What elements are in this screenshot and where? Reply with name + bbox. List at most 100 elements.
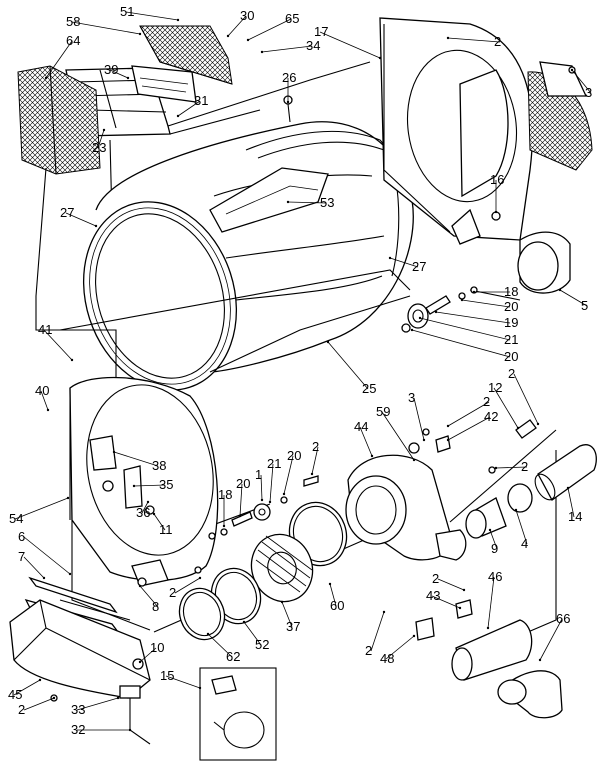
leader-arrow-tip xyxy=(116,696,120,700)
callout-number: 45 xyxy=(8,687,22,702)
leader-arrow-tip xyxy=(446,438,450,442)
leader-line xyxy=(447,416,491,441)
lint-duct-assembly xyxy=(9,576,151,745)
leader-line xyxy=(359,426,373,457)
callout-number: 31 xyxy=(194,93,208,108)
leader-arrow-tip xyxy=(388,256,392,260)
leader-arrow-tip xyxy=(412,634,416,638)
leader-line xyxy=(461,299,511,308)
callout-number: 59 xyxy=(376,404,390,419)
leader-arrow-tip xyxy=(226,34,230,38)
leader-line xyxy=(311,446,319,475)
leader-arrow-tip xyxy=(514,508,518,512)
leader-arrow-tip xyxy=(486,626,490,630)
callout-number: 62 xyxy=(226,649,240,664)
callout-number: 46 xyxy=(488,569,502,584)
callout-number: 14 xyxy=(568,509,582,524)
callout-number: 32 xyxy=(71,722,85,737)
callout-number: 54 xyxy=(9,511,23,526)
leader-line xyxy=(571,69,592,94)
callout-number: 18 xyxy=(218,487,232,502)
callout-number: 36 xyxy=(136,505,150,520)
leader-line xyxy=(261,45,313,53)
leader-line xyxy=(109,69,129,79)
leader-arrow-tip xyxy=(222,524,226,528)
leader-line xyxy=(23,556,45,579)
callout-number: 6 xyxy=(18,529,25,544)
leader-arrow-tip xyxy=(246,38,250,42)
callout-number: 43 xyxy=(426,588,440,603)
leader-arrow-tip xyxy=(68,572,72,576)
leader-line xyxy=(139,585,159,608)
leader-line xyxy=(281,601,293,628)
leader-arrow-tip xyxy=(494,210,498,214)
leader-line xyxy=(495,466,528,469)
leader-line xyxy=(71,21,141,35)
callout-number: 26 xyxy=(282,70,296,85)
leader-arrow-tip xyxy=(176,114,180,118)
leader-line xyxy=(174,577,201,594)
leader-line xyxy=(419,317,511,341)
callout-number: 52 xyxy=(255,637,269,652)
leader-line xyxy=(23,697,55,711)
leader-arrow-tip xyxy=(516,426,520,430)
leader-line xyxy=(153,513,166,531)
callout-number: 15 xyxy=(160,668,174,683)
leader-line xyxy=(447,401,490,427)
leader-arrow-tip xyxy=(198,686,202,690)
parts-kit-box xyxy=(199,667,277,761)
callout-number: 7 xyxy=(18,549,25,564)
leader-line xyxy=(493,387,519,429)
leader-arrow-tip xyxy=(132,484,136,488)
callout-number: 58 xyxy=(66,14,80,29)
leader-arrow-tip xyxy=(446,424,450,428)
callout-number: 38 xyxy=(152,458,166,473)
leader-line xyxy=(539,618,563,661)
leader-line xyxy=(23,536,71,575)
callout-number: 2 xyxy=(483,394,490,409)
leader-line xyxy=(247,18,292,41)
leader-arrow-tip xyxy=(570,68,574,72)
leader-line xyxy=(319,31,381,59)
leader-arrow-tip xyxy=(280,600,284,604)
leader-arrow-tip xyxy=(458,606,462,610)
callout-number: 65 xyxy=(285,11,299,26)
callout-number: 4 xyxy=(521,536,528,551)
leader-line xyxy=(43,329,73,361)
callout-number: 23 xyxy=(92,140,106,155)
leader-line xyxy=(141,501,149,514)
leader-line xyxy=(207,633,233,658)
leader-arrow-tip xyxy=(282,492,286,496)
leader-line xyxy=(133,484,166,487)
callout-number: 2 xyxy=(18,702,25,717)
idler-parts xyxy=(401,286,478,333)
callout-number: 51 xyxy=(120,4,134,19)
callout-number: 2 xyxy=(312,439,319,454)
leader-arrow-tip xyxy=(206,632,210,636)
callout-number: 44 xyxy=(354,419,368,434)
callout-number: 10 xyxy=(150,640,164,655)
leader-arrow-tip xyxy=(326,340,330,344)
callout-number: 33 xyxy=(71,702,85,717)
leader-arrow-tip xyxy=(94,224,98,228)
leader-arrow-tip xyxy=(286,100,290,104)
leader-arrow-tip xyxy=(434,310,438,314)
leader-arrow-tip xyxy=(566,486,570,490)
leader-line xyxy=(260,474,263,501)
leader-arrow-tip xyxy=(176,18,180,22)
callout-number: 60 xyxy=(330,598,344,613)
leader-arrow-tip xyxy=(460,298,464,302)
leader-arrow-tip xyxy=(126,76,130,80)
leader-line xyxy=(487,576,495,629)
callout-number: 3 xyxy=(585,85,592,100)
callout-number: 20 xyxy=(236,476,250,491)
leader-arrow-tip xyxy=(138,660,142,664)
leader-line xyxy=(385,635,415,660)
leader-arrow-tip xyxy=(102,128,106,132)
leader-line xyxy=(435,311,511,324)
callout-number: 20 xyxy=(287,448,301,463)
callout-number: 25 xyxy=(362,381,376,396)
callout-number: 34 xyxy=(306,38,320,53)
leader-arrow-tip xyxy=(146,500,150,504)
leader-line xyxy=(287,201,327,204)
